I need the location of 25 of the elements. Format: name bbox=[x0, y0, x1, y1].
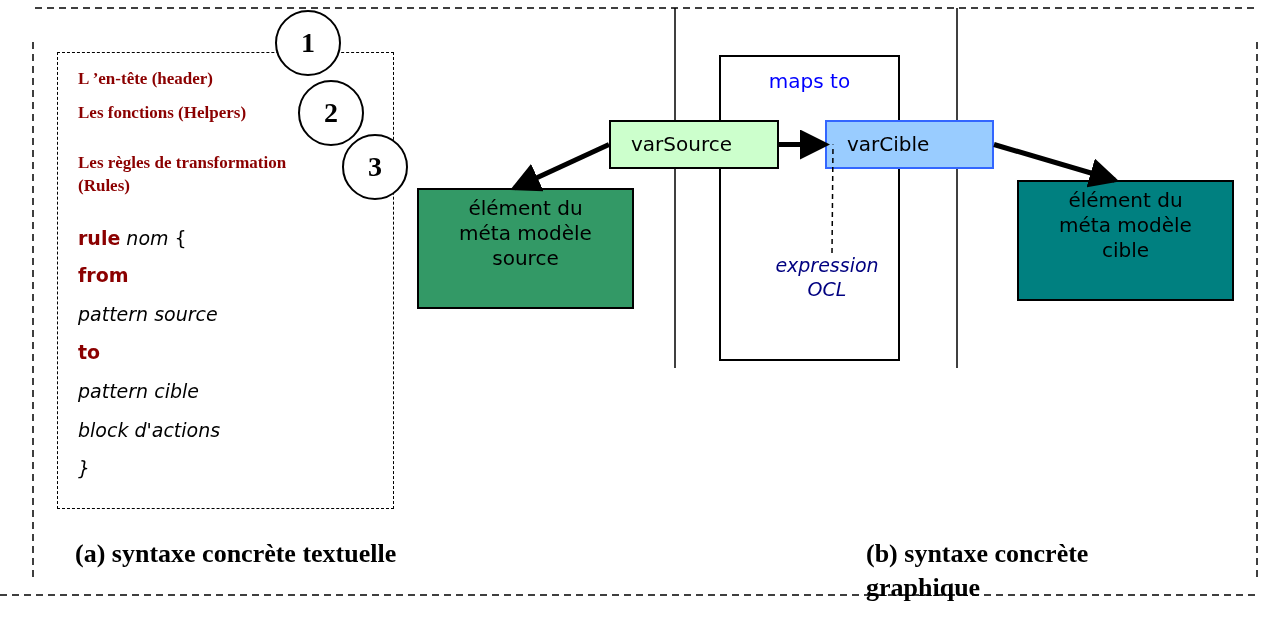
code-line: from bbox=[78, 264, 129, 286]
section-heading: Les règles de transformation (Rules) bbox=[78, 152, 288, 197]
element-box: élément du méta modèle cible bbox=[1017, 180, 1234, 301]
mapping-label: maps to bbox=[767, 69, 852, 93]
arrow bbox=[993, 142, 1120, 188]
variable-box: varCible bbox=[825, 120, 994, 169]
callout-circle: 2 bbox=[298, 80, 364, 146]
section-heading: L ’en-tête (header) bbox=[78, 68, 214, 90]
caption: (a) syntaxe concrète textuelle bbox=[75, 538, 398, 570]
code-line: pattern source bbox=[78, 303, 218, 325]
expression-text: expression OCL bbox=[762, 253, 892, 301]
arrow bbox=[510, 142, 611, 192]
arrow bbox=[779, 129, 830, 160]
section-heading: Les fonctions (Helpers) bbox=[78, 102, 248, 124]
callout-circle: 3 bbox=[342, 134, 408, 200]
code-line: block d'actions bbox=[78, 419, 221, 441]
code-line: to bbox=[78, 341, 101, 363]
caption: (b) syntaxe concrète graphique bbox=[866, 538, 1090, 604]
leader-line bbox=[831, 143, 834, 254]
variable-box: varSource bbox=[609, 120, 779, 169]
callout-circle: 1 bbox=[275, 10, 341, 76]
element-box: élément du méta modèle source bbox=[417, 188, 634, 309]
code-line: } bbox=[78, 457, 91, 479]
code-line: pattern cible bbox=[78, 380, 199, 402]
code-line: rule nom { bbox=[78, 227, 187, 249]
